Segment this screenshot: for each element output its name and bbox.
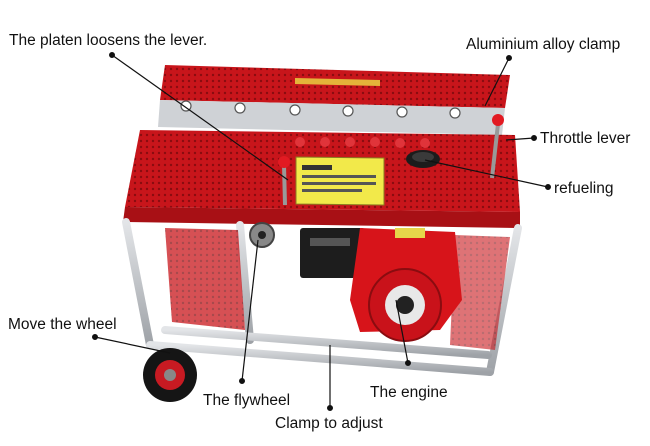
instruction-plate — [295, 156, 385, 206]
callout-lines — [91, 51, 551, 412]
label-flywheel: The flywheel — [203, 392, 291, 409]
flywheel — [249, 222, 275, 248]
label-throttle-lever: Throttle lever — [540, 130, 631, 147]
platen-lever — [278, 156, 290, 206]
side-mesh-panel — [165, 228, 510, 350]
label-clamp-adjust: Clamp to adjust — [275, 415, 383, 432]
label-move-wheel: Move the wheel — [8, 316, 117, 333]
label-platen-lever: The platen loosens the lever. — [9, 32, 208, 49]
label-engine: The engine — [370, 384, 448, 401]
wheel — [143, 348, 197, 402]
fuel-cap — [406, 150, 440, 168]
back-platen-panel — [158, 65, 510, 135]
label-refueling: refueling — [554, 180, 614, 197]
engine-block — [300, 228, 462, 342]
label-aluminium-clamp: Aluminium alloy clamp — [466, 36, 621, 53]
throttle-lever — [490, 114, 504, 179]
